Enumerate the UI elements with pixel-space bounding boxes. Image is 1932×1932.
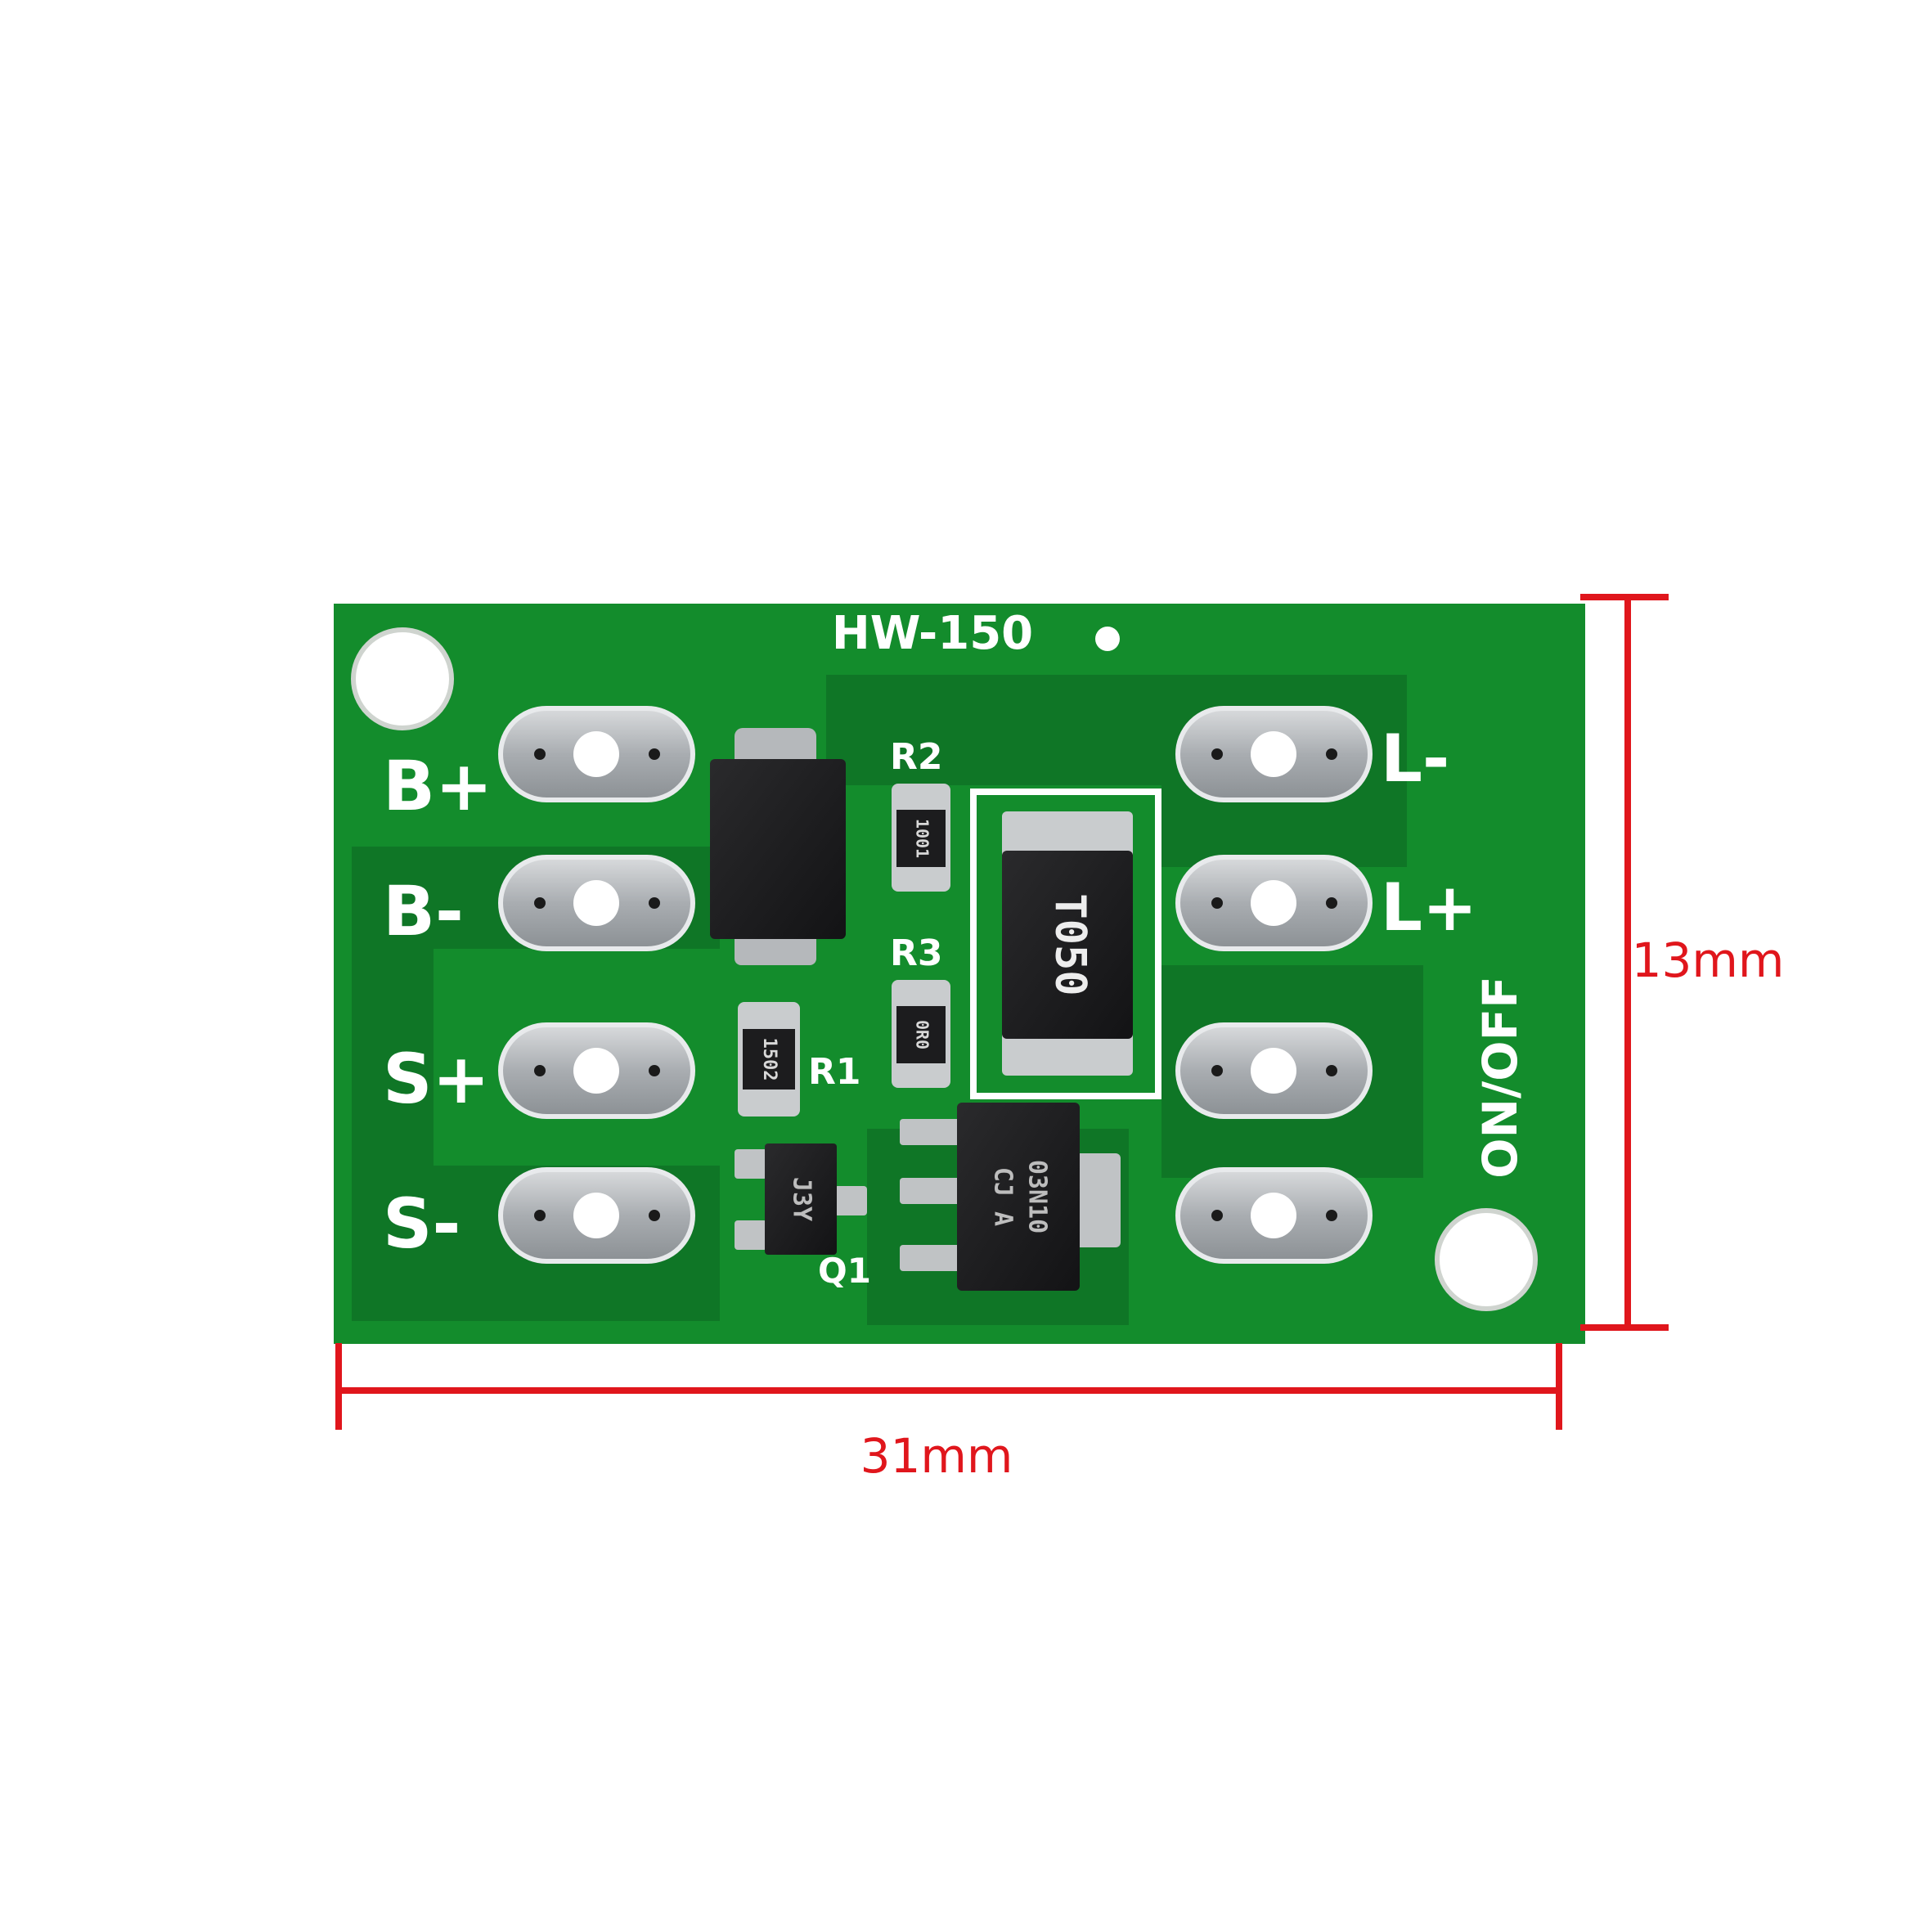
- transistor-j3y: J3Y: [735, 1143, 867, 1255]
- r3-marking: 0R0: [913, 1020, 932, 1049]
- width-dimension-line: [335, 1343, 1562, 1430]
- pad-l-plus: [1175, 855, 1373, 951]
- pad-b-minus: [498, 855, 695, 951]
- pad-switch-1: [1175, 1022, 1373, 1119]
- resistor-r2: 1001: [892, 784, 950, 892]
- shunt-resistor: T050: [970, 789, 1161, 1099]
- resistor-r1: 1502: [738, 1002, 800, 1117]
- label-on-off: ON/OFF: [1472, 976, 1528, 1179]
- mosfet-03n10: CJ A 03N10: [900, 1103, 1121, 1291]
- r2-marking: 1001: [913, 819, 932, 858]
- j3y-marking: J3Y: [788, 1177, 816, 1221]
- label-s-minus: S-: [383, 1184, 461, 1264]
- height-dimension-line: [1580, 594, 1669, 1331]
- mounting-hole-bottom-right: [1435, 1208, 1538, 1311]
- power-diode: [710, 728, 846, 965]
- mosfet-marking-2: 03N10: [1023, 1160, 1052, 1233]
- height-label: 13mm: [1632, 932, 1785, 988]
- label-l-plus: L+: [1381, 869, 1477, 946]
- label-b-minus: B-: [383, 871, 464, 951]
- label-r1: R1: [808, 1051, 861, 1093]
- pad-s-plus: [498, 1022, 695, 1119]
- pad-switch-2: [1175, 1167, 1373, 1264]
- label-l-minus: L-: [1381, 721, 1449, 797]
- pad-s-minus: [498, 1167, 695, 1264]
- mounting-hole-top-left: [351, 627, 454, 730]
- shunt-marking: T050: [1045, 893, 1094, 995]
- mosfet-marking-1: CJ A: [989, 1167, 1018, 1226]
- label-b-plus: B+: [383, 746, 492, 826]
- left-pads: [498, 706, 695, 1264]
- r1-marking: 1502: [759, 1038, 780, 1081]
- fiducial-dot: [1095, 627, 1120, 651]
- width-label: 31mm: [860, 1428, 1013, 1484]
- label-q1: Q1: [818, 1251, 871, 1291]
- pad-l-minus: [1175, 706, 1373, 802]
- silkscreen: HW-150 B+ B- S+ S- L- L+ ON/OFF R2 R3 R1…: [383, 607, 1528, 1291]
- pad-b-plus: [498, 706, 695, 802]
- dimension-annotations: [335, 594, 1669, 1430]
- model-label: HW-150: [832, 607, 1033, 660]
- label-r3: R3: [890, 932, 943, 974]
- label-s-plus: S+: [383, 1039, 490, 1119]
- components: 1001 0R0 1502 T050 J3Y: [710, 728, 1161, 1291]
- label-r2: R2: [890, 736, 943, 778]
- right-pads: [1175, 706, 1373, 1264]
- resistor-r3: 0R0: [892, 980, 950, 1088]
